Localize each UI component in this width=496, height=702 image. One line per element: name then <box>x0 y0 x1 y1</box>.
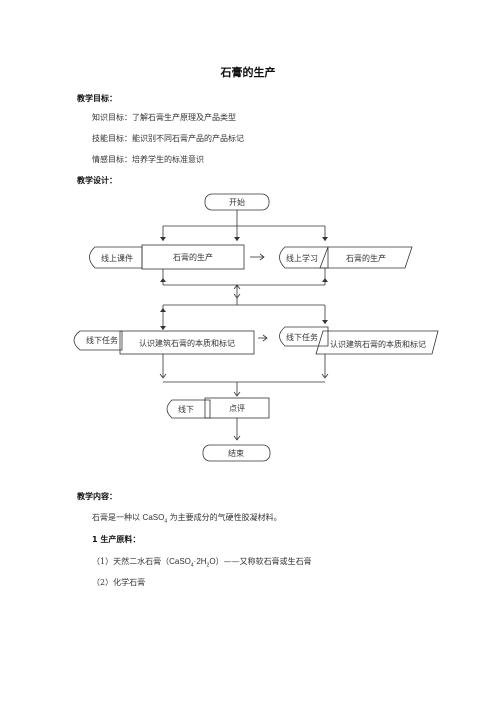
content-intro: 石膏是一种以 CaSO4 为主要成分的气硬性胶凝材料。 <box>92 513 282 527</box>
identify-parallelogram <box>315 330 439 355</box>
offline-label: 线下 <box>178 404 194 414</box>
formula-dihydrate: CaSO4·2H2O <box>169 557 216 569</box>
item-2: （2）化学石膏 <box>92 578 146 587</box>
goals-heading: 教学目标： <box>77 94 117 103</box>
online-study-label: 线上学习 <box>286 253 318 263</box>
arrowhead <box>160 278 166 282</box>
intro-text-b: 为主要成分的气硬性胶凝材料。 <box>167 513 282 522</box>
intro-text-a: 石膏是一种以 <box>92 513 143 522</box>
arrowhead <box>322 237 328 241</box>
formula-sub-4: 4 <box>190 562 194 569</box>
offline-task-label: 线下任务 <box>86 335 118 345</box>
design-heading: 教学设计： <box>77 176 117 185</box>
offline-task-tab-2 <box>279 326 329 347</box>
item-1: （1）天然二水石膏（CaSO4·2H2O）——又称软石膏或生石膏 <box>92 557 312 571</box>
formula-caso: CaSO <box>169 557 191 566</box>
item-1-text-b: ）——又称软石膏或生石膏 <box>215 557 312 566</box>
online-course-label: 线上课件 <box>101 253 133 263</box>
offline-task-tab <box>73 330 123 351</box>
formula-2h: ·2H <box>193 557 207 566</box>
offline-task-label-2: 线下任务 <box>286 332 318 342</box>
arrowhead <box>160 237 166 241</box>
arrowhead <box>322 320 328 324</box>
gypsum-production-box <box>141 244 245 270</box>
identify-label-2: 认识建筑石膏的本质和标记 <box>330 339 426 349</box>
skill-goal: 技能目标：能识别不同石膏产品的产品标记 <box>92 134 244 143</box>
offline-tab <box>166 399 211 419</box>
knowledge-goal: 知识目标：了解石膏生产原理及产品类型 <box>92 113 236 122</box>
identify-label: 认识建筑石膏的本质和标记 <box>139 338 235 348</box>
formula-sub-2: 2 <box>206 562 210 569</box>
formula-o: O <box>209 557 216 566</box>
review-label: 点评 <box>229 404 245 413</box>
online-course-tab <box>89 246 143 269</box>
emotion-goal: 情感目标：培养学生的标准意识 <box>92 155 204 164</box>
formula-subscript: 4 <box>164 518 168 525</box>
content-heading: 教学内容： <box>77 492 117 501</box>
arrowhead <box>160 308 166 312</box>
gypsum-production-label-2: 石膏的生产 <box>346 253 386 263</box>
item-1-text-a: （1）天然二水石膏（ <box>92 557 170 566</box>
identify-box <box>119 330 255 355</box>
page-title: 石膏的生产 <box>220 66 276 79</box>
end-node <box>202 444 271 462</box>
gypsum-production-parallelogram <box>319 246 413 269</box>
formula-caso4: CaSO4 <box>142 513 168 525</box>
section-1-heading: 1 生产原料： <box>92 535 141 544</box>
arrowhead <box>160 326 166 330</box>
gypsum-production-label: 石膏的生产 <box>173 252 213 262</box>
formula-text: CaSO <box>142 513 165 522</box>
end-label: 结束 <box>228 448 244 458</box>
arrowhead <box>322 278 328 282</box>
start-label: 开始 <box>229 197 245 207</box>
arrowhead <box>234 237 240 241</box>
